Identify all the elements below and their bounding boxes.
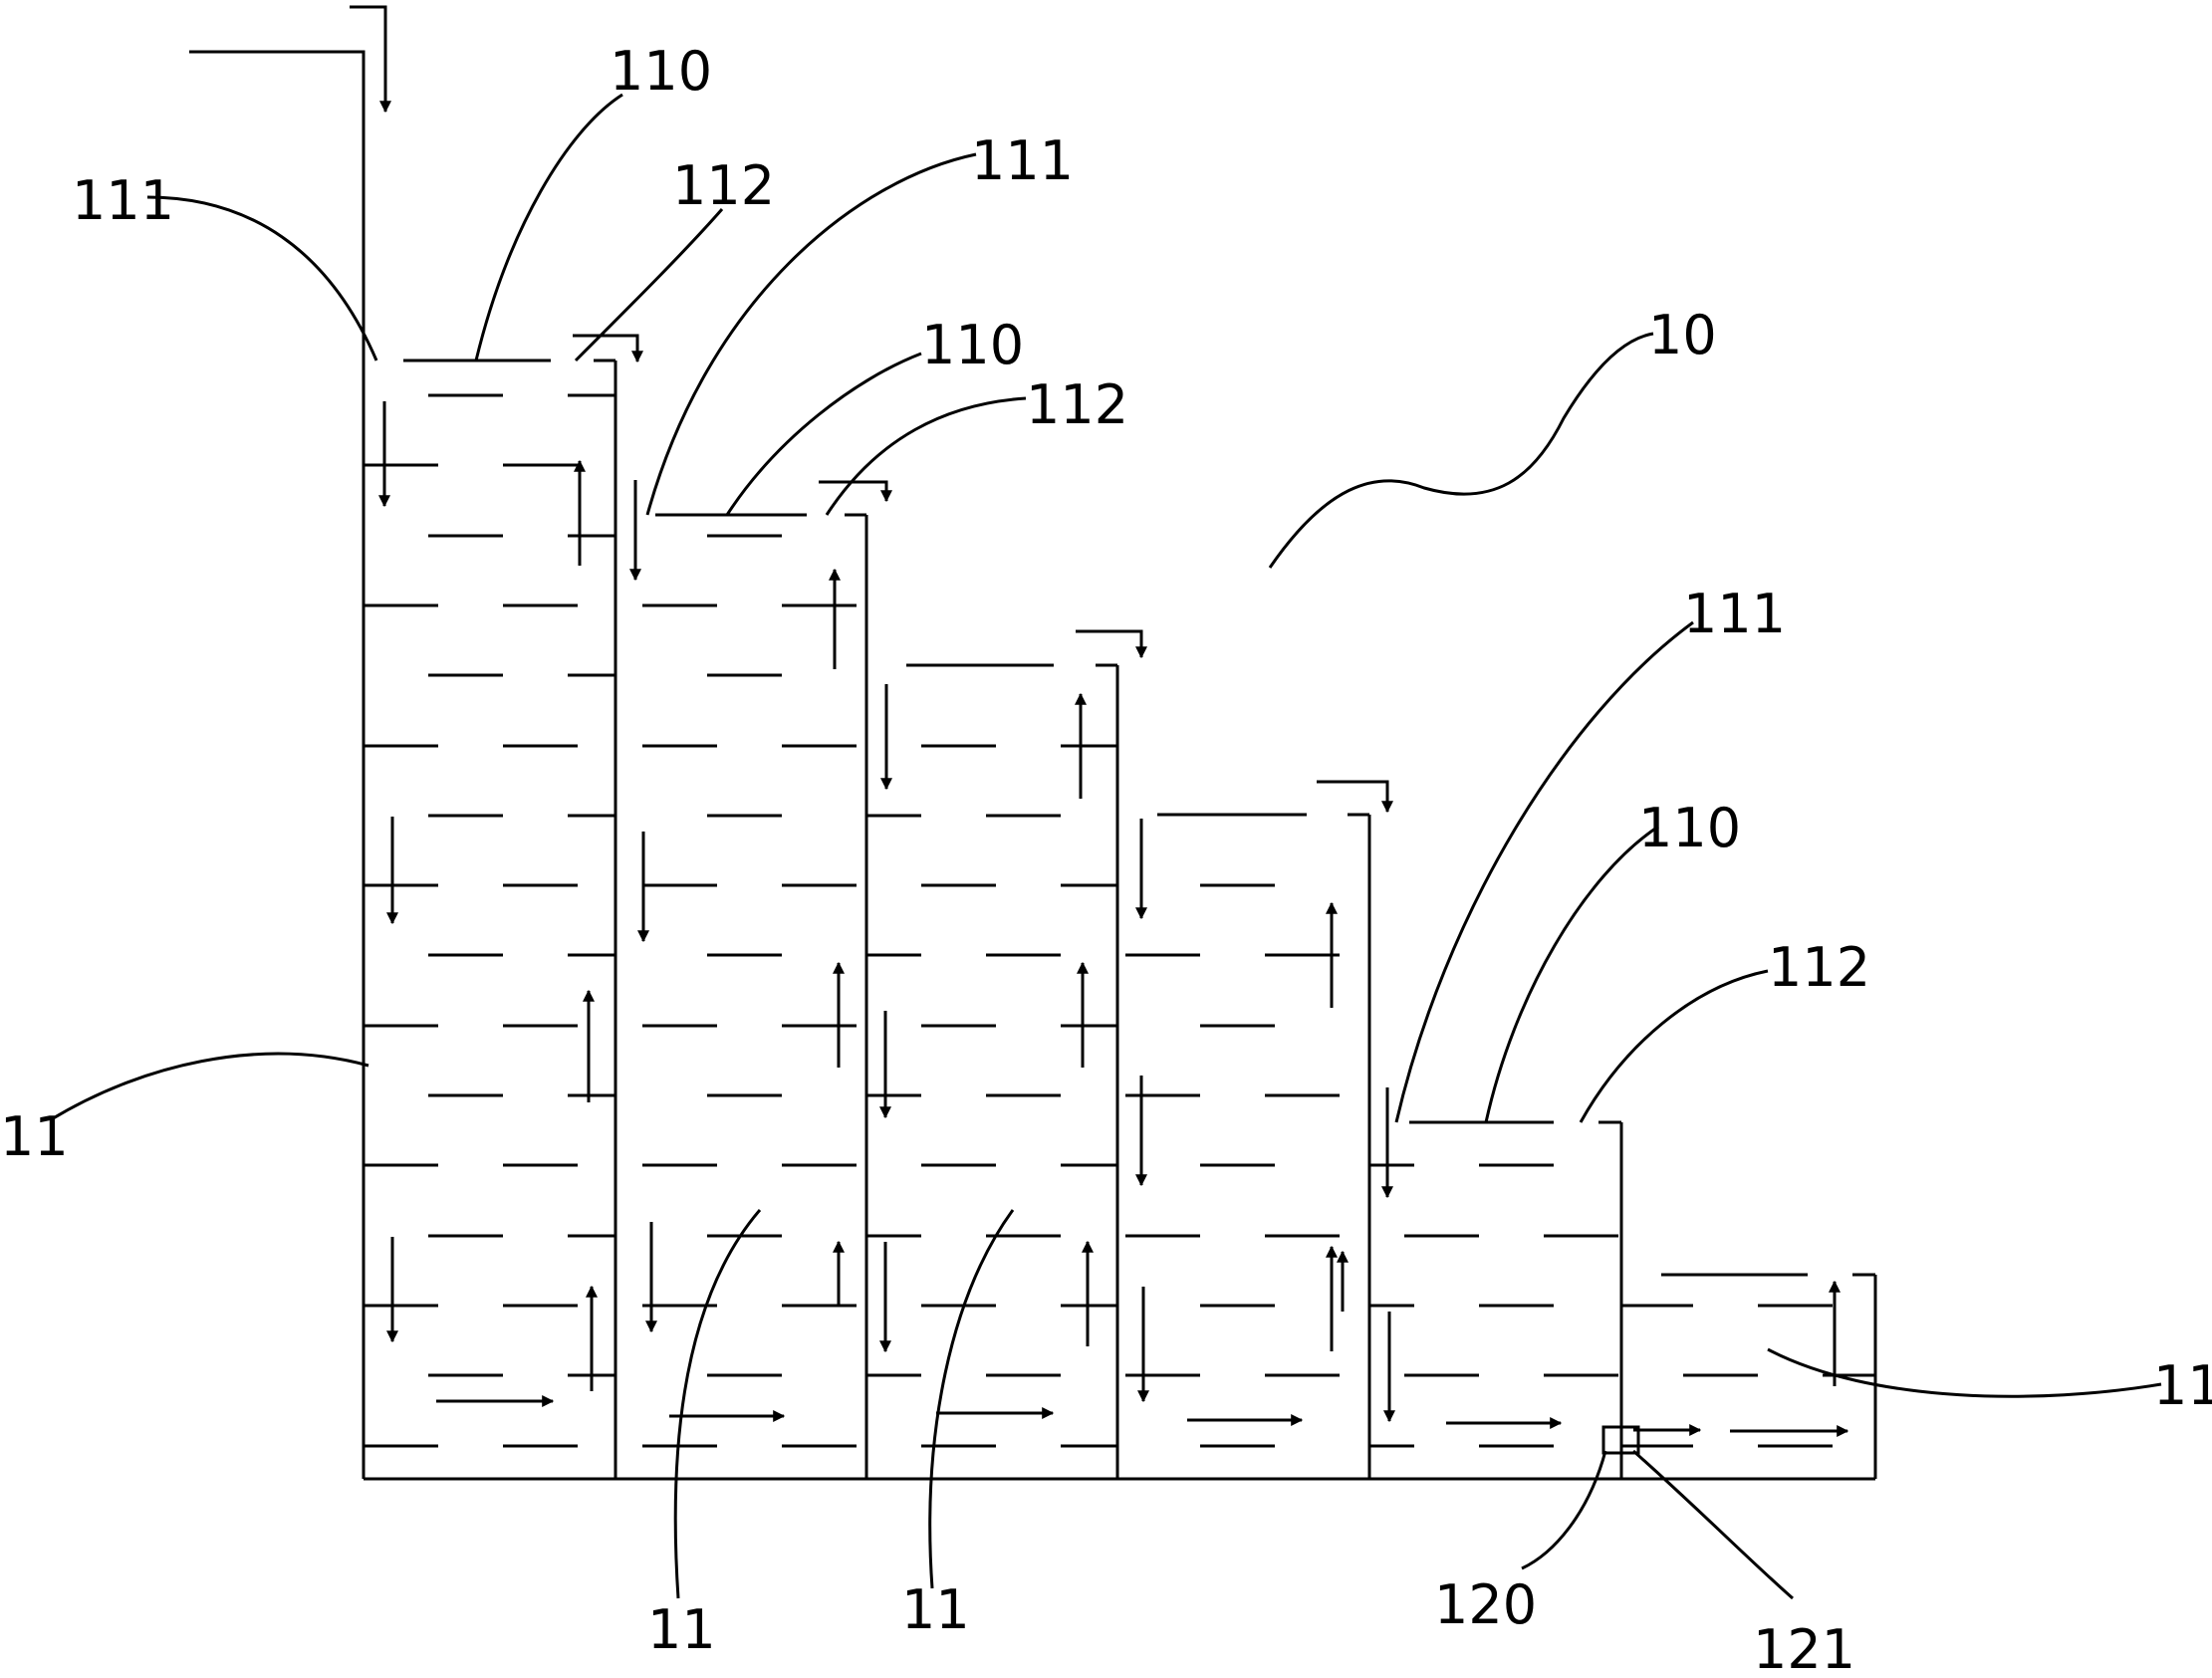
overflow-weir-2 <box>819 480 892 503</box>
valve-120 <box>1601 1425 1640 1455</box>
label-112: 112 <box>1768 936 1870 999</box>
tank-structure <box>189 5 1877 1481</box>
label-120: 120 <box>1434 1573 1537 1636</box>
leader-121 <box>1632 1449 1794 1600</box>
leader-112-c <box>1579 969 1769 1123</box>
leader-11-d <box>1767 1347 2162 1398</box>
reference-labels: 111 110 112 111 110 112 10 111 110 112 1… <box>0 40 2212 1678</box>
leader-10 <box>1268 332 1654 569</box>
leader-112-b <box>825 396 1027 516</box>
leader-111-a <box>146 195 378 361</box>
leader-120 <box>1521 1450 1607 1570</box>
leader-11-b <box>673 1209 762 1599</box>
leader-110-b <box>725 352 922 516</box>
leader-111-c <box>1394 620 1694 1123</box>
label-11: 11 <box>901 1578 970 1641</box>
leader-lines <box>49 93 2162 1600</box>
leader-11-a <box>49 1052 369 1122</box>
label-11: 11 <box>2153 1354 2212 1417</box>
leader-110-a <box>474 93 623 361</box>
inlet-pipe <box>189 50 366 360</box>
leader-110-c <box>1484 825 1659 1123</box>
label-112: 112 <box>672 154 775 217</box>
leader-111-b <box>645 152 977 516</box>
label-111: 111 <box>971 129 1074 192</box>
flow-arrows <box>378 401 1849 1437</box>
liquid-levels <box>364 359 1875 1448</box>
label-110: 110 <box>610 40 712 103</box>
inlet-pipe-arrow <box>350 5 391 114</box>
label-10: 10 <box>1648 304 1717 366</box>
label-110: 110 <box>921 314 1024 376</box>
overflow-weir-3 <box>1076 629 1147 659</box>
label-111: 111 <box>1683 583 1786 645</box>
leader-112-a <box>574 208 724 362</box>
label-110: 110 <box>1638 797 1741 859</box>
overflow-weir-1 <box>573 334 643 363</box>
overflow-weir-4 <box>1317 780 1393 814</box>
label-111: 111 <box>72 169 174 232</box>
label-11: 11 <box>0 1105 69 1168</box>
leader-11-c <box>928 1209 1015 1589</box>
label-121: 121 <box>1753 1618 1855 1678</box>
label-112: 112 <box>1026 373 1128 436</box>
label-11: 11 <box>647 1598 716 1661</box>
